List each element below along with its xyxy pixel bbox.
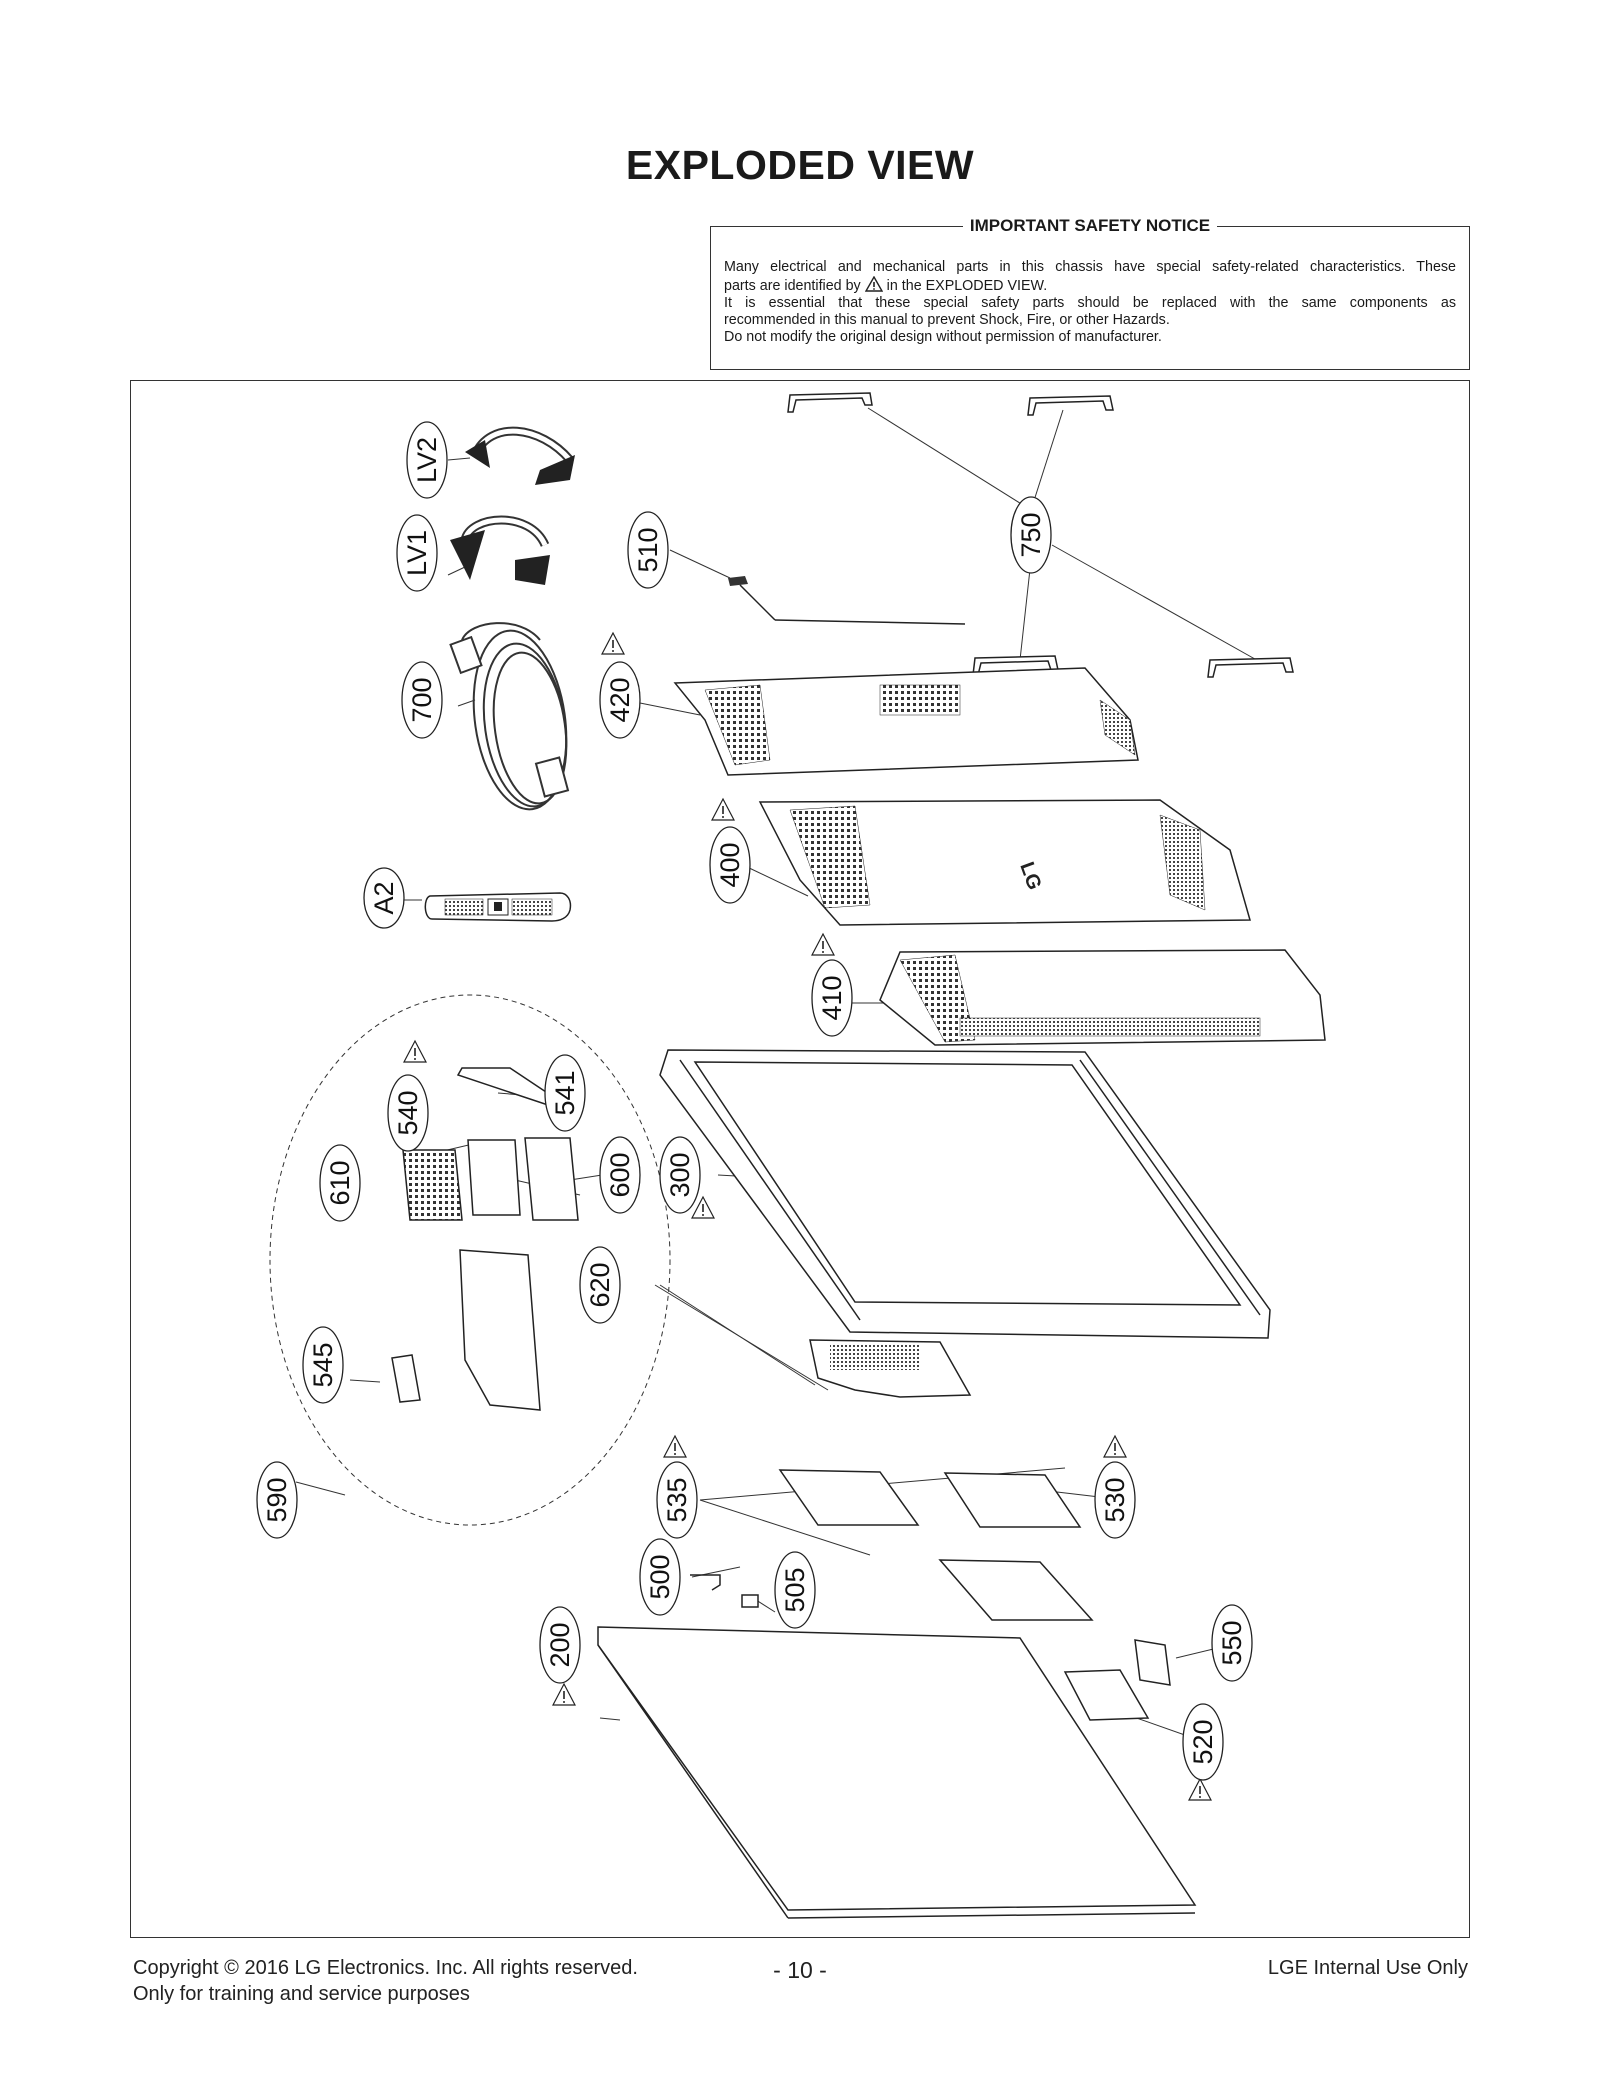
svg-text:600: 600 [605,1152,635,1197]
svg-text:530: 530 [1100,1477,1130,1522]
safety-notice-body: Many electrical and mechanical parts in … [724,259,1456,346]
label-510: 510 [627,511,669,589]
label-520: 520 [1182,1703,1224,1781]
svg-text:535: 535 [662,1477,692,1522]
label-620: 620 [579,1246,621,1324]
svg-text:LV1: LV1 [402,530,432,576]
label-505: 505 [774,1551,816,1629]
svg-text:590: 590 [262,1477,292,1522]
part-505 [741,1594,759,1608]
label-541: 541 [544,1054,586,1132]
label-200: 200 [539,1606,581,1684]
label-535: 535 [656,1461,698,1539]
svg-text:505: 505 [780,1567,810,1612]
notice-line-1: Many electrical and mechanical parts in … [724,259,1456,275]
page-number: - 10 - [773,1957,827,1983]
notice-line-2: parts are identified by in the EXPLODED … [724,276,1048,294]
board-middle [938,1559,1094,1621]
svg-text:700: 700 [407,677,437,722]
part-labels: LV2 LV1 700 A2 510 750 420 400 410 541 5… [256,421,1253,1781]
board-520 [1063,1669,1150,1721]
notice-line-3: It is essential that these special safet… [724,295,1456,311]
svg-text:610: 610 [325,1160,355,1205]
remote-control-a2 [424,892,572,922]
label-545: 545 [302,1326,344,1404]
board-540 [467,1139,521,1216]
svg-text:520: 520 [1188,1719,1218,1764]
svg-text:540: 540 [393,1090,423,1135]
footer-copyright: Copyright © 2016 LG Electronics. Inc. Al… [133,1957,638,1979]
assembly-outline-590 [269,994,671,1526]
label-300: 300 [659,1136,701,1214]
label-530: 530 [1094,1461,1136,1539]
bracket-620 [459,1249,541,1411]
warning-triangle-icon [864,276,883,292]
part-550 [1134,1639,1171,1686]
part-510 [728,576,966,625]
label-700: 700 [401,661,443,739]
label-400: 400 [709,826,751,904]
svg-text:541: 541 [550,1070,580,1115]
label-500: 500 [639,1538,681,1616]
footer-internal: LGE Internal Use Only [1267,1957,1468,1979]
label-750: 750 [1010,496,1052,574]
svg-text:200: 200 [545,1622,575,1667]
label-590: 590 [256,1461,298,1539]
label-600: 600 [599,1136,641,1214]
page-title: EXPLODED VIEW [625,142,975,188]
board-530 [943,1472,1082,1528]
back-cover-400: LG [758,799,1251,926]
back-cover-410 [879,949,1326,1046]
svg-text:500: 500 [645,1554,675,1599]
part-500 [690,1574,721,1591]
frame-300 [659,1049,1271,1339]
safety-notice: IMPORTANT SAFETY NOTICE Many electrical … [710,216,1470,370]
svg-text:400: 400 [715,842,745,887]
label-610: 610 [319,1144,361,1222]
svg-text:510: 510 [633,527,663,572]
label-550: 550 [1211,1604,1253,1682]
shield-610 [402,1149,463,1221]
power-cord-700 [449,622,570,811]
label-540: 540 [387,1074,429,1152]
back-cover-420 [673,667,1139,776]
svg-text:LV2: LV2 [412,437,442,483]
part-541 [456,1067,557,1106]
label-420: 420 [599,661,641,739]
svg-text:545: 545 [308,1342,338,1387]
svg-text:420: 420 [605,677,635,722]
svg-text:750: 750 [1016,512,1046,557]
part-545 [391,1354,421,1403]
notice-line-5: Do not modify the original design withou… [724,329,1162,345]
panel-200 [597,1626,1197,1919]
lvds-cable-lv2 [465,426,575,485]
board-535 [778,1469,920,1526]
label-lv2: LV2 [406,421,448,499]
svg-text:550: 550 [1217,1620,1247,1665]
svg-text:300: 300 [665,1152,695,1197]
svg-text:410: 410 [817,975,847,1020]
safety-notice-heading: IMPORTANT SAFETY NOTICE [962,216,1218,235]
footer-purpose: Only for training and service purposes [133,1983,470,2005]
diagram-frame [130,380,1470,1938]
label-lv1: LV1 [396,514,438,592]
bracket-600 [524,1137,579,1221]
notice-line-4: recommended in this manual to prevent Sh… [724,312,1170,328]
svg-text:620: 620 [585,1262,615,1307]
label-a2: A2 [363,867,405,929]
label-410: 410 [811,959,853,1037]
stand-750 [787,392,1294,678]
lvds-cable-lv1 [450,515,550,585]
svg-text:A2: A2 [369,881,399,914]
